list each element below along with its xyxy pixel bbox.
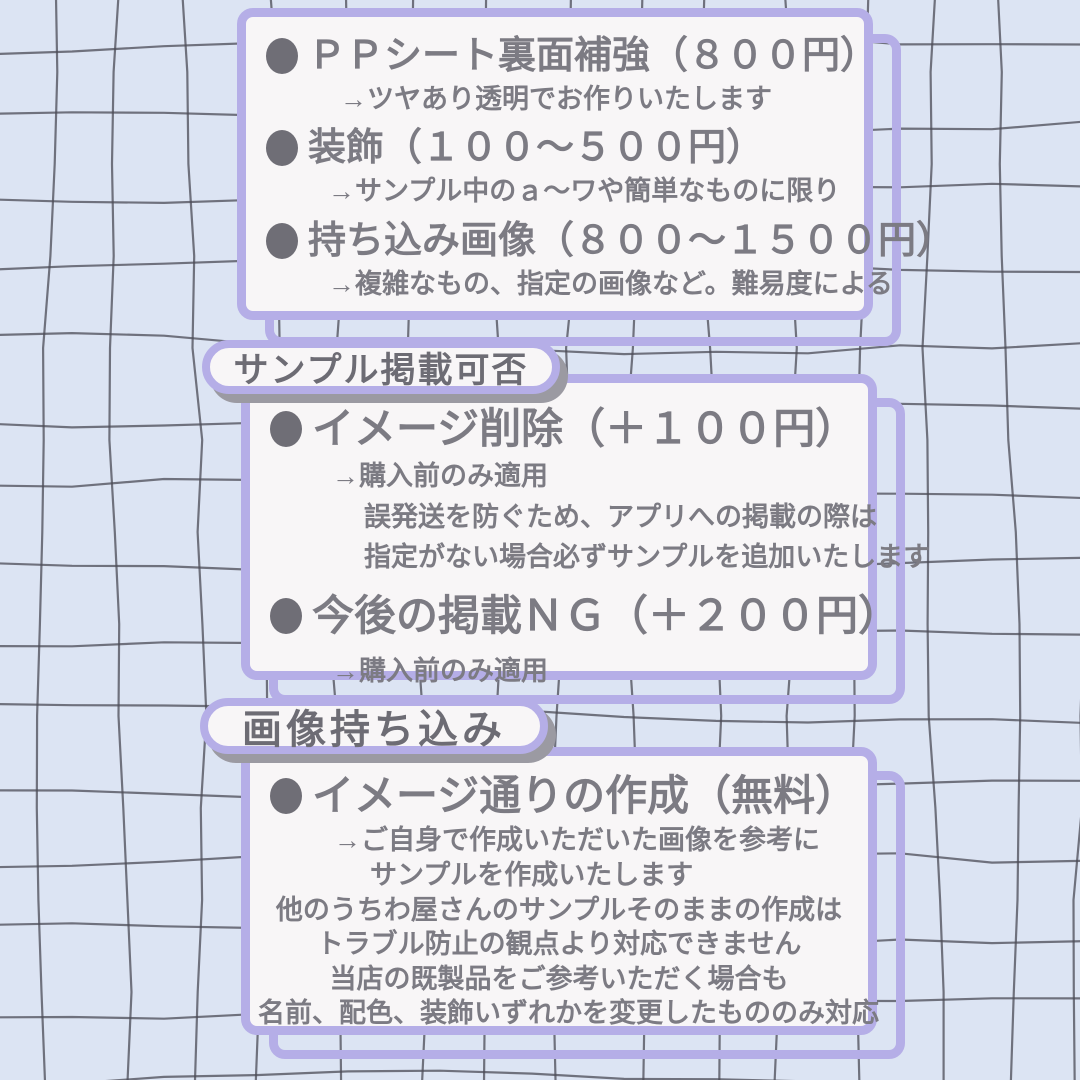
option-note: 他のうちわ屋さんのサンプルそのままの作成は: [275, 894, 843, 925]
option-title-row: ＰＰシート裏面補強（８００円）: [266, 31, 878, 81]
tab-label: 画像持ち込み: [242, 708, 506, 752]
bullet-icon: [266, 222, 298, 259]
option-note: →購入前のみ適用: [332, 656, 548, 687]
pricing-options-card: ＰＰシート裏面補強（８００円） →ツヤあり透明でお作りいたします 装飾（１００～…: [237, 8, 954, 320]
tab-label: サンプル掲載可否: [233, 350, 529, 390]
section-tab-image-submission: 画像持ち込み: [200, 698, 548, 754]
option-title: イメージ通りの作成（無料）: [312, 772, 858, 819]
bullet-icon: [266, 130, 298, 167]
list-item: 装飾（１００～５００円） →サンプル中のａ～ワや簡単なものに限り: [266, 123, 844, 209]
option-title: イメージ削除（＋１００円）: [312, 405, 858, 452]
list-item: 今後の掲載ＮＧ（＋２００円） →購入前のみ適用: [270, 588, 900, 692]
option-title-row: イメージ通りの作成（無料）: [270, 768, 857, 823]
option-note: 誤発送を防ぐため、アプリへの掲載の際は: [364, 501, 877, 532]
option-note: トラブル防止の観点より対応できません: [316, 929, 802, 960]
option-title: 持ち込み画像（８００～１５００円）: [308, 219, 955, 262]
option-note: →購入前のみ適用: [332, 461, 548, 492]
option-title-row: イメージ削除（＋１００円）: [270, 401, 857, 456]
option-note: 名前、配色、装飾いずれかを変更したもののみ対応: [258, 998, 879, 1029]
list-item: 持ち込み画像（８００～１５００円） →複雑なもの、指定の画像など。難易度による: [266, 216, 954, 302]
option-note: 当店の既製品をご参考いただく場合も: [329, 963, 789, 994]
bullet-icon: [266, 38, 298, 75]
option-note: サンプルを作成いたします: [370, 859, 694, 890]
option-note: →サンプル中のａ～ワや簡単なものに限り: [328, 176, 841, 207]
section-tab-sample-listing: サンプル掲載可否: [202, 340, 560, 394]
option-title-row: 持ち込み画像（８００～１５００円）: [266, 216, 954, 266]
option-note: →ツヤあり透明でお作りいたします: [340, 84, 772, 115]
list-item: ＰＰシート裏面補強（８００円） →ツヤあり透明でお作りいたします: [266, 31, 878, 117]
option-note: 指定がない場合必ずサンプルを追加いたします: [364, 542, 931, 573]
bullet-icon: [270, 777, 302, 814]
bullet-icon: [270, 597, 302, 634]
sample-listing-card: イメージ削除（＋１００円） →購入前のみ適用 誤発送を防ぐため、アプリへの掲載の…: [241, 374, 931, 686]
list-item: イメージ通りの作成（無料） →ご自身で作成いただいた画像を参考に サンプルを作成…: [258, 768, 879, 1031]
option-title: 装飾（１００～５００円）: [308, 127, 765, 170]
option-title: 今後の掲載ＮＧ（＋２００円）: [312, 591, 901, 639]
option-note: →ご自身で作成いただいた画像を参考に: [334, 825, 820, 856]
option-title-row: 今後の掲載ＮＧ（＋２００円）: [270, 588, 900, 643]
option-title: ＰＰシート裏面補強（８００円）: [308, 35, 879, 77]
list-item: イメージ削除（＋１００円） →購入前のみ適用 誤発送を防ぐため、アプリへの掲載の…: [270, 401, 931, 578]
option-note: →複雑なもの、指定の画像など。難易度による: [328, 268, 893, 299]
image-submission-card: イメージ通りの作成（無料） →ご自身で作成いただいた画像を参考に サンプルを作成…: [241, 747, 879, 1035]
option-title-row: 装飾（１００～５００円）: [266, 123, 844, 173]
bullet-icon: [270, 410, 302, 447]
